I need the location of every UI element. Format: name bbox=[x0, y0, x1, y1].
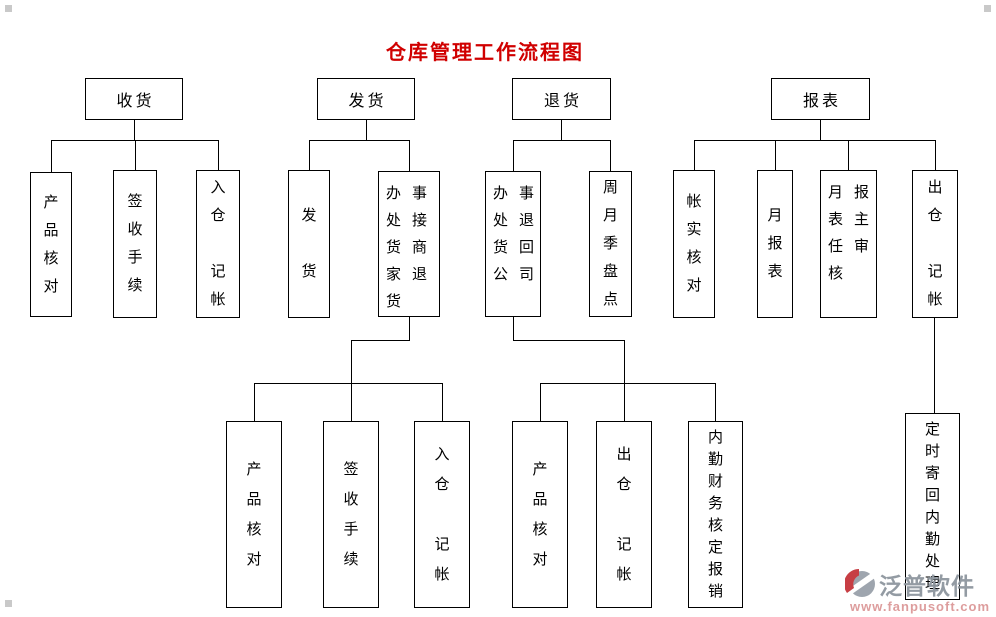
corner-handle bbox=[5, 600, 12, 607]
connector bbox=[934, 318, 935, 413]
node-shipping: 发货 bbox=[317, 78, 415, 120]
connector bbox=[513, 340, 625, 341]
watermark: 泛普软件 www.fanpusoft.com bbox=[845, 567, 995, 614]
connector bbox=[51, 141, 52, 172]
connector bbox=[134, 120, 135, 141]
connector bbox=[848, 141, 849, 170]
node-shipping-office-handles-merchant-returns: 办事处接货商家退货 bbox=[378, 171, 440, 317]
node-returns-warehouse-out-bookkeeping: 出仓记帐 bbox=[596, 421, 652, 608]
connector bbox=[624, 384, 625, 421]
connector bbox=[309, 141, 310, 170]
node-receiving-sign-procedure: 签收手续 bbox=[113, 170, 157, 318]
connector bbox=[309, 140, 410, 141]
connector bbox=[442, 384, 443, 421]
fanpu-logo-icon bbox=[845, 568, 877, 600]
node-reports-scheduled-send-back-office-processing: 定时寄回内勤处理 bbox=[905, 413, 960, 600]
node-reports: 报表 bbox=[771, 78, 870, 120]
page-title: 仓库管理工作流程图 bbox=[386, 42, 584, 64]
connector bbox=[409, 317, 410, 341]
connector bbox=[610, 141, 611, 171]
node-reports-monthly-report: 月报表 bbox=[757, 170, 793, 318]
connector bbox=[351, 384, 352, 421]
watermark-url-text: www.fanpusoft.com bbox=[849, 599, 991, 614]
node-reports-warehouse-out-bookkeeping: 出仓记帐 bbox=[912, 170, 958, 318]
node-returns: 退货 bbox=[512, 78, 611, 120]
connector bbox=[820, 120, 821, 141]
connector bbox=[135, 141, 136, 170]
node-returns-periodic-stocktake: 周月季盘点 bbox=[589, 171, 632, 317]
connector bbox=[775, 141, 776, 170]
connector bbox=[366, 120, 367, 141]
connector bbox=[351, 340, 410, 341]
connector bbox=[935, 141, 936, 170]
connector bbox=[254, 384, 255, 421]
node-returns-office-finance-approve-reimbursement: 内勤财务核定报销 bbox=[688, 421, 743, 608]
connector bbox=[351, 341, 352, 384]
connector bbox=[540, 383, 716, 384]
node-shipping-product-check: 产品核对 bbox=[226, 421, 282, 608]
connector bbox=[715, 384, 716, 421]
node-returns-product-check: 产品核对 bbox=[512, 421, 568, 608]
watermark-brand-text: 泛普软件 bbox=[879, 573, 975, 599]
node-receiving-product-check: 产品核对 bbox=[30, 172, 72, 317]
connector bbox=[624, 341, 625, 384]
node-shipping-ship-goods: 发货 bbox=[288, 170, 330, 318]
connector bbox=[513, 140, 611, 141]
connector bbox=[513, 317, 514, 341]
node-shipping-sign-procedure: 签收手续 bbox=[323, 421, 379, 608]
node-receiving-warehouse-in-bookkeeping: 入仓记帐 bbox=[196, 170, 240, 318]
node-reports-account-reality-check: 帐实核对 bbox=[673, 170, 715, 318]
node-receiving: 收货 bbox=[85, 78, 183, 120]
connector bbox=[51, 140, 219, 141]
node-reports-monthly-report-director-review: 月报表主任审核 bbox=[820, 170, 877, 318]
connector bbox=[513, 141, 514, 171]
connector bbox=[561, 120, 562, 141]
connector bbox=[694, 141, 695, 170]
connector bbox=[218, 141, 219, 170]
node-returns-office-returns-to-company: 办事处退货回公司 bbox=[485, 171, 541, 317]
connector bbox=[694, 140, 936, 141]
connector bbox=[254, 383, 443, 384]
corner-handle bbox=[984, 5, 991, 12]
node-shipping-warehouse-in-bookkeeping: 入仓记帐 bbox=[414, 421, 470, 608]
connector bbox=[409, 141, 410, 171]
connector bbox=[540, 384, 541, 421]
corner-handle bbox=[5, 5, 12, 12]
